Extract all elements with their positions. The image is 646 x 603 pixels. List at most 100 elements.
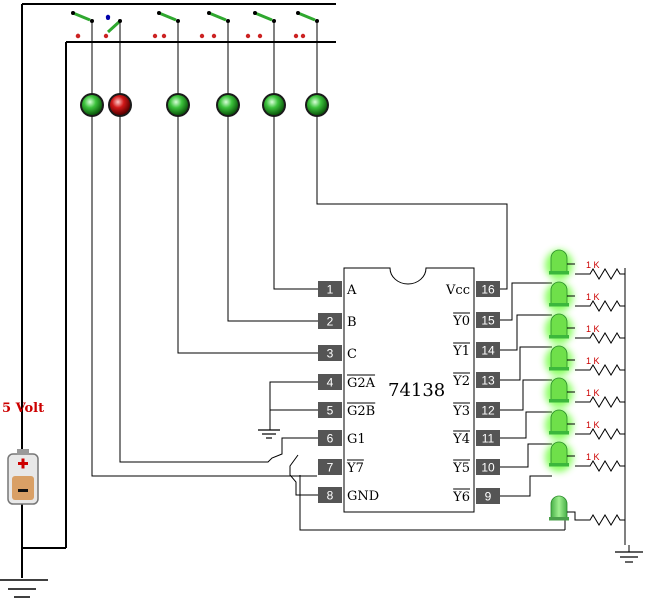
resistor-value-label: 1 K <box>586 356 600 366</box>
led-body <box>550 281 568 305</box>
rail-junction-dot <box>105 14 111 20</box>
pin-box <box>318 313 342 329</box>
output-led-2 <box>545 281 575 312</box>
pin-number: 1 <box>327 283 334 297</box>
resistor-value-label: 1 K <box>586 420 600 430</box>
load-resistors: 1 K1 K1 K1 K1 K1 K1 K <box>567 260 625 526</box>
pin-number: 10 <box>481 461 495 475</box>
pin-box <box>476 372 500 388</box>
resistor-4: 1 K <box>575 356 625 376</box>
switch-bank <box>71 11 319 94</box>
pin-box <box>318 487 342 503</box>
pin-box <box>476 342 500 358</box>
led-rim <box>549 431 569 435</box>
ic-body <box>343 267 475 513</box>
toggle-switch-6[interactable] <box>296 11 319 94</box>
input-led-6 <box>305 93 329 117</box>
led-body <box>550 345 568 369</box>
input-led-4 <box>216 93 240 117</box>
supply-voltage-label: 5 Volt <box>2 401 44 416</box>
pin-box <box>476 430 500 446</box>
output-leds <box>545 249 575 521</box>
pin-number: 4 <box>327 376 334 390</box>
input-led-3 <box>166 93 190 117</box>
pin-number: 14 <box>481 344 495 358</box>
switch-lever <box>158 11 177 22</box>
switch-contact <box>257 33 263 39</box>
pin-number: 5 <box>327 404 334 418</box>
wire-led5-a <box>273 116 318 290</box>
switch-contact <box>211 33 217 39</box>
pin-number: 6 <box>327 432 334 446</box>
led-lens <box>168 95 188 115</box>
resistor-zigzag <box>575 300 625 312</box>
pin-label: Y2 <box>452 374 470 389</box>
resistor-value-label: 1 K <box>586 452 600 462</box>
led-rim <box>549 399 569 403</box>
output-led-1 <box>545 249 575 280</box>
pin-number: 16 <box>481 283 495 297</box>
led-body <box>550 409 568 433</box>
toggle-switch-2[interactable] <box>103 16 122 94</box>
pin-box <box>476 402 500 418</box>
resistor-zigzag <box>575 428 625 440</box>
wire-y5 <box>500 443 552 468</box>
toggle-switch-1[interactable] <box>71 11 94 94</box>
resistor-value-label: 1 K <box>586 388 600 398</box>
pin-5: 5 G2B <box>318 402 376 419</box>
switch-pivot <box>296 11 300 15</box>
rail-junction-dot <box>199 33 205 39</box>
resistor-5: 1 K <box>575 388 625 408</box>
g2-ground-symbol <box>258 429 280 439</box>
switch-lever <box>254 11 273 22</box>
switch-contact <box>272 19 276 23</box>
rail-junction-dot <box>75 33 81 39</box>
led-rim <box>549 271 569 275</box>
pin-number: 2 <box>327 315 334 329</box>
resistor-3: 1 K <box>575 324 625 344</box>
output-led-8 <box>549 495 569 521</box>
pin-label: G1 <box>347 432 366 447</box>
pin-label: G2A <box>347 376 376 391</box>
toggle-switch-4[interactable] <box>207 11 230 94</box>
wire-led2-g1 <box>119 116 318 463</box>
switch-contact <box>103 33 109 39</box>
wire-y0 <box>500 282 552 321</box>
toggle-switch-3[interactable] <box>157 11 180 94</box>
pin-number: 13 <box>481 374 495 388</box>
led-rim <box>549 517 569 521</box>
resistor-7: 1 K <box>575 452 625 472</box>
led-rim <box>549 463 569 467</box>
pin-label: G2B <box>347 404 375 419</box>
pin-9: 9Y6 <box>452 488 500 505</box>
wire-y6 <box>500 475 552 497</box>
wire-y3 <box>500 379 552 411</box>
resistor-2: 1 K <box>575 292 625 312</box>
pin-label: Vcc <box>445 283 470 298</box>
output-led-5 <box>545 377 575 408</box>
wire-bottom-led <box>299 475 565 531</box>
pin-label: A <box>346 283 357 298</box>
switch-lever <box>208 11 227 22</box>
toggle-switch-5[interactable] <box>253 11 276 94</box>
wire-gnd-pin <box>289 454 318 496</box>
pin-label: Y7 <box>346 461 364 476</box>
led-lens <box>307 95 327 115</box>
rail-junction-dot <box>245 33 251 39</box>
output-led-7 <box>545 441 575 472</box>
switch-pivot <box>118 19 122 23</box>
pin-box <box>476 488 500 504</box>
pin-number: 8 <box>327 489 334 503</box>
pin-box <box>318 430 342 446</box>
pin-number: 15 <box>481 314 495 328</box>
resistor-zigzag <box>575 364 625 376</box>
pin-13: 13 Y2 <box>452 372 500 389</box>
wire-y4 <box>500 411 552 439</box>
resistor-zigzag <box>575 268 625 280</box>
pin-box <box>476 281 500 297</box>
resistor-value-label: 1 K <box>586 292 600 302</box>
